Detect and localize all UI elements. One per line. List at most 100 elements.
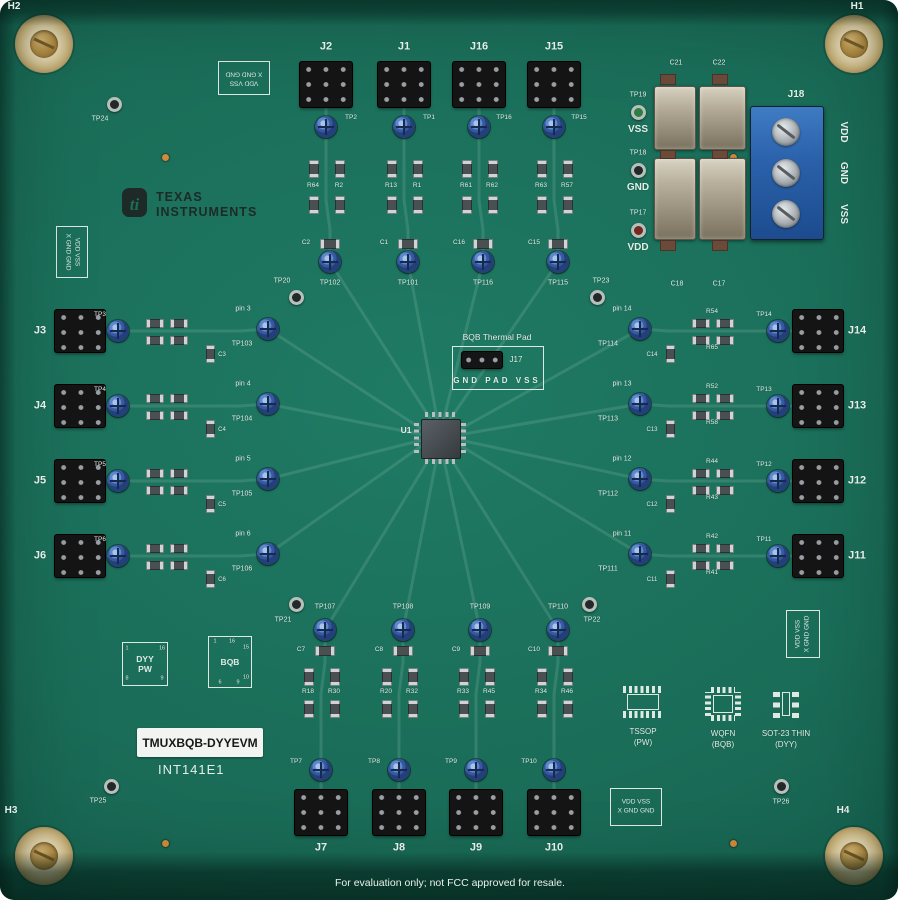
header-J13 xyxy=(793,385,843,427)
terminal-label-VDD: VDD xyxy=(838,121,849,143)
resistor xyxy=(146,336,164,345)
package-name-sot: SOT-23 THIN xyxy=(761,729,811,738)
resistor xyxy=(563,668,573,686)
pin-number: 8 xyxy=(125,675,129,682)
label-C15: C15 xyxy=(528,238,540,246)
label-R46: R46 xyxy=(561,687,573,695)
trimpot-TP115 xyxy=(547,251,569,273)
mount-label-H2: H2 xyxy=(7,1,21,12)
label-C16: C16 xyxy=(453,238,465,246)
resistor xyxy=(309,160,319,178)
header-J1 xyxy=(378,62,430,107)
pin-number: 10 xyxy=(242,674,250,681)
resistor xyxy=(146,544,164,553)
connector-label-J1: J1 xyxy=(397,40,411,53)
label-TP105: TP105 xyxy=(231,490,253,498)
footprint-pads xyxy=(705,692,711,716)
resistor xyxy=(413,196,423,214)
resistor xyxy=(382,700,392,718)
trimpot-TP13 xyxy=(767,395,789,417)
label-pin-6: pin 6 xyxy=(235,530,251,538)
bulk-capacitor xyxy=(699,86,746,150)
label-TP22: TP22 xyxy=(583,616,601,624)
connector-label-J16: J16 xyxy=(469,40,489,53)
label-R32: R32 xyxy=(406,687,418,695)
resistor xyxy=(304,668,314,686)
testpoint-TP25 xyxy=(104,779,119,794)
label-R41: R41 xyxy=(706,568,718,576)
label-u1: U1 xyxy=(400,424,412,435)
resistor xyxy=(692,319,710,328)
label-pin-4: pin 4 xyxy=(235,380,251,388)
label-R2: R2 xyxy=(334,181,344,189)
resistor xyxy=(716,561,734,570)
label-R52: R52 xyxy=(706,382,718,390)
label-TP3: TP3 xyxy=(94,310,106,318)
label-TP12: TP12 xyxy=(756,460,772,468)
label-pin-13: pin 13 xyxy=(612,380,632,388)
resistor xyxy=(146,319,164,328)
footprint-pads xyxy=(623,711,663,718)
part-number-label: INT141E1 xyxy=(158,762,225,777)
ti-logo-line2: INSTRUMENTS xyxy=(156,205,258,219)
trimpot-TP9 xyxy=(465,759,487,781)
label-R1: R1 xyxy=(412,181,422,189)
label-TP107: TP107 xyxy=(314,603,336,611)
label-TP13: TP13 xyxy=(756,385,772,393)
label-TP8: TP8 xyxy=(368,757,380,765)
footprint-pads xyxy=(623,686,663,693)
testpoint-TP19 xyxy=(631,105,646,120)
label-C9: C9 xyxy=(451,645,461,653)
package-outline-title: BQB xyxy=(220,657,240,667)
label-TP25: TP25 xyxy=(89,797,107,805)
capacitor xyxy=(666,345,675,363)
trimpot-TP8 xyxy=(388,759,410,781)
label-TP18: TP18 xyxy=(629,149,647,157)
legend-row: X GND GND xyxy=(225,71,263,78)
label-TP115: TP115 xyxy=(547,279,569,287)
label-TP116: TP116 xyxy=(472,279,494,287)
label-R54: R54 xyxy=(706,307,718,315)
connector-label-J9: J9 xyxy=(469,841,483,854)
trimpot-TP112 xyxy=(629,468,651,490)
label-C3: C3 xyxy=(218,352,226,358)
terminal-label-VSS: VSS xyxy=(838,203,849,225)
capacitor xyxy=(666,570,675,588)
package-name-tssop: TSSOP xyxy=(629,727,657,736)
capacitor xyxy=(666,420,675,438)
trimpot-TP116 xyxy=(472,251,494,273)
label-R33: R33 xyxy=(457,687,469,695)
footprint-body xyxy=(627,694,659,710)
label-R64: R64 xyxy=(307,181,319,189)
label-TP114: TP114 xyxy=(597,340,619,348)
label-TP20: TP20 xyxy=(273,277,291,285)
trimpot-TP114 xyxy=(629,318,651,340)
resistor xyxy=(716,411,734,420)
bulk-capacitor xyxy=(699,158,746,240)
header-J15 xyxy=(528,62,580,107)
trimpot-TP16 xyxy=(468,116,490,138)
terminal-screw xyxy=(772,118,800,146)
label-TP23: TP23 xyxy=(592,277,610,285)
legend-row: X GND GND xyxy=(65,233,72,271)
resistor xyxy=(716,319,734,328)
capacitor xyxy=(398,239,418,249)
header-J17 xyxy=(462,352,502,368)
resistor xyxy=(485,668,495,686)
trimpot-TP103 xyxy=(257,318,279,340)
pin-number: 1 xyxy=(125,645,129,652)
trimpot-TP15 xyxy=(543,116,565,138)
connector-label-J2: J2 xyxy=(319,40,333,53)
capacitor xyxy=(548,646,568,656)
resistor xyxy=(716,394,734,403)
mount-hole-center xyxy=(840,842,868,870)
label-C14: C14 xyxy=(646,352,658,358)
resistor xyxy=(408,700,418,718)
trimpot-TP6 xyxy=(107,545,129,567)
label-TP26: TP26 xyxy=(772,798,790,806)
label-TP111: TP111 xyxy=(598,565,618,573)
footprint-pads xyxy=(711,687,735,693)
capacitor xyxy=(473,239,493,249)
label-C2: C2 xyxy=(301,238,311,246)
